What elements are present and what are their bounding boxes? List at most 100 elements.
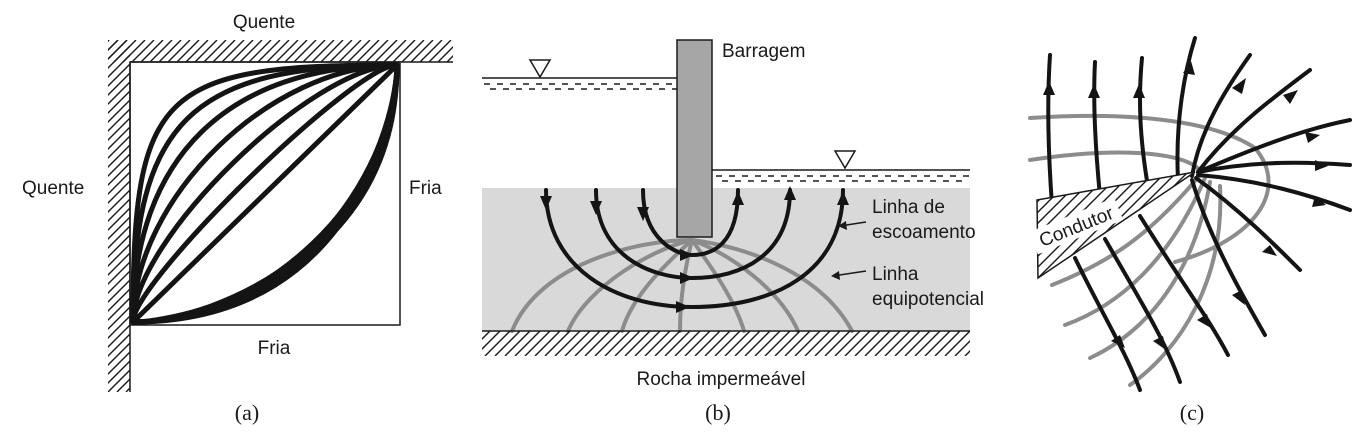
arrow-up-right-icon <box>1283 90 1298 104</box>
hatch-stroke <box>844 331 871 356</box>
panel-a: Quente Quente Fria Fria (a) <box>22 12 532 425</box>
hatch-stroke <box>514 331 541 356</box>
hatch-stroke <box>149 40 173 62</box>
arrow-up-icon <box>1043 81 1055 95</box>
hatch-stroke <box>465 40 487 62</box>
equipotential-line <box>1063 176 1207 327</box>
hatch-stroke <box>524 331 551 356</box>
hatch-stroke <box>239 40 263 62</box>
hatch-stroke <box>854 331 881 356</box>
arrow-right-icon <box>1312 196 1326 207</box>
hatch-stroke <box>654 331 681 356</box>
hatch-stroke <box>504 331 531 356</box>
field-line <box>1175 36 1197 182</box>
hatch-stroke <box>153 40 505 392</box>
isotherm-line <box>130 62 400 325</box>
isotherm-line <box>130 62 400 325</box>
arrow-up-right-icon <box>1232 78 1246 94</box>
hatch-stroke <box>664 331 691 356</box>
arrow-right-icon <box>676 301 690 313</box>
hatch-stroke <box>614 331 641 356</box>
equipotential-leader-arrow-icon <box>831 271 840 280</box>
hatch-stroke <box>108 144 130 168</box>
field-line <box>1196 160 1352 174</box>
field-line <box>1190 53 1252 178</box>
hatch-stroke <box>356 40 380 62</box>
arrow-right-icon <box>680 272 694 284</box>
field-line <box>1138 214 1230 357</box>
equipotential-line <box>1128 184 1223 387</box>
hatch-stroke <box>1317 165 1372 285</box>
hatch-stroke <box>108 40 110 42</box>
isotherm-line <box>130 62 400 325</box>
isotherm-line <box>130 62 400 325</box>
hatch-stroke <box>347 40 371 62</box>
arrow-down-icon <box>590 201 602 215</box>
isotherm-line <box>130 62 400 325</box>
hatch-stroke <box>140 40 164 62</box>
hatch-stroke <box>176 40 200 62</box>
hatch-stroke <box>180 40 532 392</box>
hatch-stroke <box>365 40 389 62</box>
hatch-stroke <box>704 331 731 356</box>
hatch-stroke <box>266 40 290 62</box>
equipotential-line <box>690 238 746 333</box>
hatch-stroke <box>392 40 416 62</box>
hatch-stroke <box>1306 165 1372 285</box>
rock-hatch <box>445 331 970 356</box>
hatch-stroke <box>185 40 209 62</box>
field-line <box>1073 256 1142 392</box>
field-line <box>1196 68 1312 174</box>
hatch-stroke <box>456 40 478 62</box>
hatch-stroke <box>401 40 425 62</box>
hatch-stroke <box>584 331 611 356</box>
downstream-water-dashes <box>716 175 969 182</box>
isotherm-line <box>130 62 400 325</box>
arrow-down-icon <box>1153 336 1166 350</box>
hatch-stroke <box>482 331 491 340</box>
hatch-stroke <box>108 117 130 141</box>
hatch-stroke <box>894 331 921 356</box>
hatch-stroke <box>884 331 911 356</box>
hatch-stroke <box>194 40 218 62</box>
hatch-stroke <box>108 207 130 231</box>
arrow-up-icon <box>1088 84 1100 98</box>
hatch-stroke <box>329 40 353 62</box>
hatch-stroke <box>694 331 721 356</box>
hatch-stroke <box>904 331 931 356</box>
left-wall-hatch <box>108 40 532 392</box>
panel-b: Barragem Linha de escoamento Linha equip… <box>445 39 984 425</box>
hatch-stroke <box>338 40 362 62</box>
hatch-stroke <box>78 40 100 62</box>
flow-line-leader-arrow-icon <box>838 221 847 230</box>
left-label: Quente <box>22 178 84 199</box>
conductor-label-bg <box>1028 197 1124 255</box>
hatch-stroke <box>1295 165 1372 285</box>
hatch-stroke <box>275 40 299 62</box>
equipotential-label-2: equipotencial <box>872 289 984 310</box>
hatch-stroke <box>954 340 970 356</box>
arrow-up-icon <box>837 191 849 205</box>
hatch-stroke <box>764 331 791 356</box>
hatch-stroke <box>374 40 398 62</box>
hatch-stroke <box>564 331 591 356</box>
hatch-stroke <box>474 40 496 62</box>
hatch-stroke <box>445 331 470 356</box>
hatch-stroke <box>293 40 317 62</box>
isotherm-line <box>130 62 400 325</box>
hatch-stroke <box>230 40 254 62</box>
arrow-down-right-icon <box>1262 245 1277 256</box>
hatch-stroke <box>804 331 831 356</box>
upstream-water-dashes <box>484 83 678 90</box>
upstream-water-level-icon <box>528 59 552 79</box>
arrow-right-icon <box>680 249 694 261</box>
top-wall-hatch <box>78 40 496 62</box>
hatch-stroke <box>1273 165 1372 285</box>
equipotential-line <box>1050 173 1202 287</box>
caption-a: (a) <box>235 400 259 425</box>
arrow-down-icon <box>1111 335 1125 348</box>
field-arrowheads-c <box>1043 61 1328 350</box>
hatch-stroke <box>754 331 781 356</box>
flow-line-label-1: Linha de <box>872 197 945 218</box>
